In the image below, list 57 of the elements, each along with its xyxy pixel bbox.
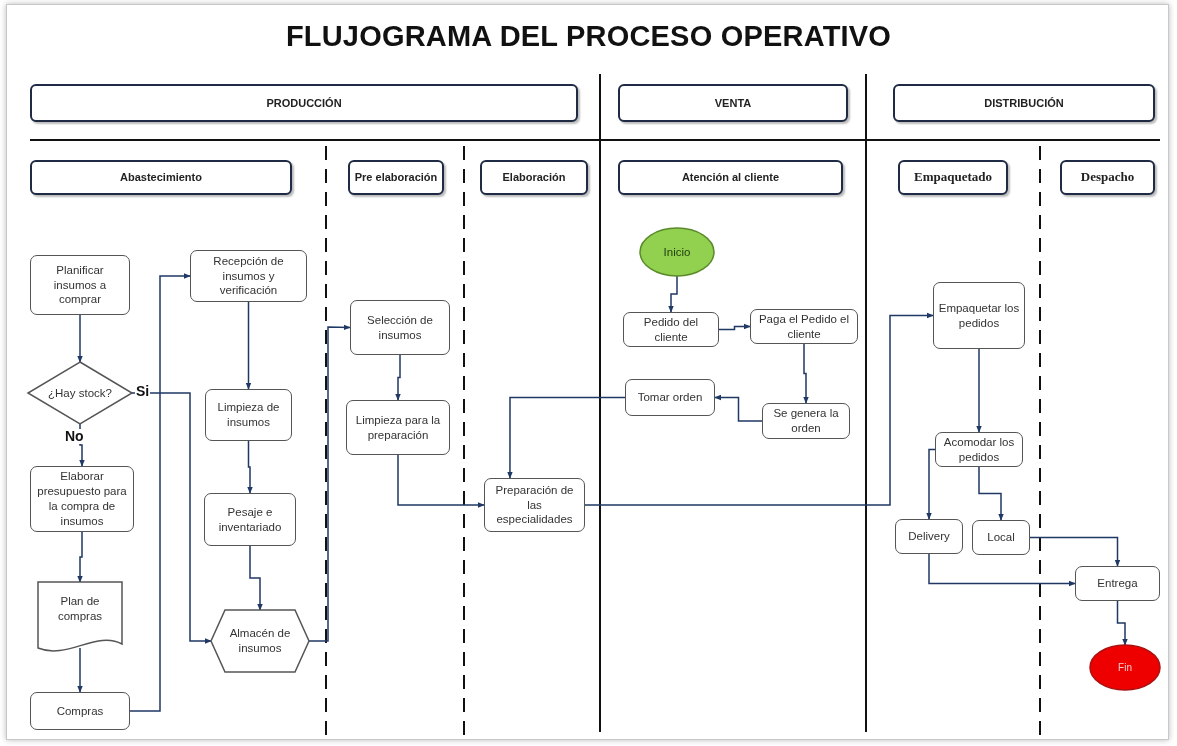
arrow xyxy=(397,454,485,508)
arrow xyxy=(928,553,1076,587)
arrow xyxy=(249,545,263,611)
arrow xyxy=(129,273,191,712)
lane-header: Empaquetado xyxy=(898,160,1008,195)
end-ellipse: Fin xyxy=(1090,645,1160,690)
arrow xyxy=(584,312,934,506)
edge-label: No xyxy=(64,429,85,445)
process-box: Se genera la orden xyxy=(762,403,850,439)
arrow xyxy=(247,440,253,494)
arrow xyxy=(395,354,401,401)
process-box: Pedido del cliente xyxy=(623,312,719,347)
arrow xyxy=(976,348,982,433)
arrow xyxy=(131,392,212,644)
process-box: Limpieza para la preparación xyxy=(346,400,450,455)
process-box: Selección de insumos xyxy=(350,300,450,355)
lane-header: Atención al cliente xyxy=(618,160,843,195)
process-box: Compras xyxy=(30,692,130,730)
arrow xyxy=(77,314,83,363)
arrow xyxy=(714,394,763,422)
arrow xyxy=(926,448,936,520)
arrow xyxy=(245,301,252,390)
arrow xyxy=(1116,600,1128,646)
process-box: Planificar insumos a comprar xyxy=(30,255,130,315)
process-box: Elaborar presupuesto para la compra de insumos xyxy=(30,466,134,532)
arrow xyxy=(507,396,626,479)
lane-header: Elaboración xyxy=(480,160,588,195)
process-box: Entrega xyxy=(1075,566,1160,601)
arrow xyxy=(1029,536,1121,567)
process-box: Pesaje e inventariado xyxy=(204,493,296,546)
process-box: Local xyxy=(972,520,1030,555)
storage-hexagon: Almacén de insumos xyxy=(211,610,309,672)
arrow xyxy=(77,531,83,583)
process-box: Delivery xyxy=(895,519,963,554)
arrow xyxy=(308,324,351,642)
arrow xyxy=(718,323,751,331)
process-box: Limpieza de insumos xyxy=(205,389,292,441)
diagram-title: FLUJOGRAMA DEL PROCESO OPERATIVO xyxy=(284,20,893,53)
process-box: Empaquetar los pedidos xyxy=(933,282,1025,349)
document-shape: Plan de compras xyxy=(38,582,122,654)
lane-header: Pre elaboración xyxy=(348,160,444,195)
arrow xyxy=(978,466,1004,521)
arrow xyxy=(668,275,678,313)
start-ellipse: Inicio xyxy=(640,228,714,276)
decision-diamond: ¿Hay stock? xyxy=(28,362,132,424)
lane-header: Despacho xyxy=(1060,160,1155,195)
arrow xyxy=(77,647,83,693)
process-box: Preparación de las especialidades xyxy=(484,478,585,532)
process-box: Tomar orden xyxy=(625,379,715,416)
phase-header: DISTRIBUCIÓN xyxy=(893,84,1155,122)
phase-header: VENTA xyxy=(618,84,848,122)
lane-header: Abastecimiento xyxy=(30,160,292,195)
phase-header: PRODUCCIÓN xyxy=(30,84,578,122)
process-box: Recepción de insumos y verificación xyxy=(190,250,307,302)
process-box: Acomodar los pedidos xyxy=(935,432,1023,467)
process-box: Paga el Pedido el cliente xyxy=(750,309,858,344)
arrow xyxy=(803,343,809,404)
